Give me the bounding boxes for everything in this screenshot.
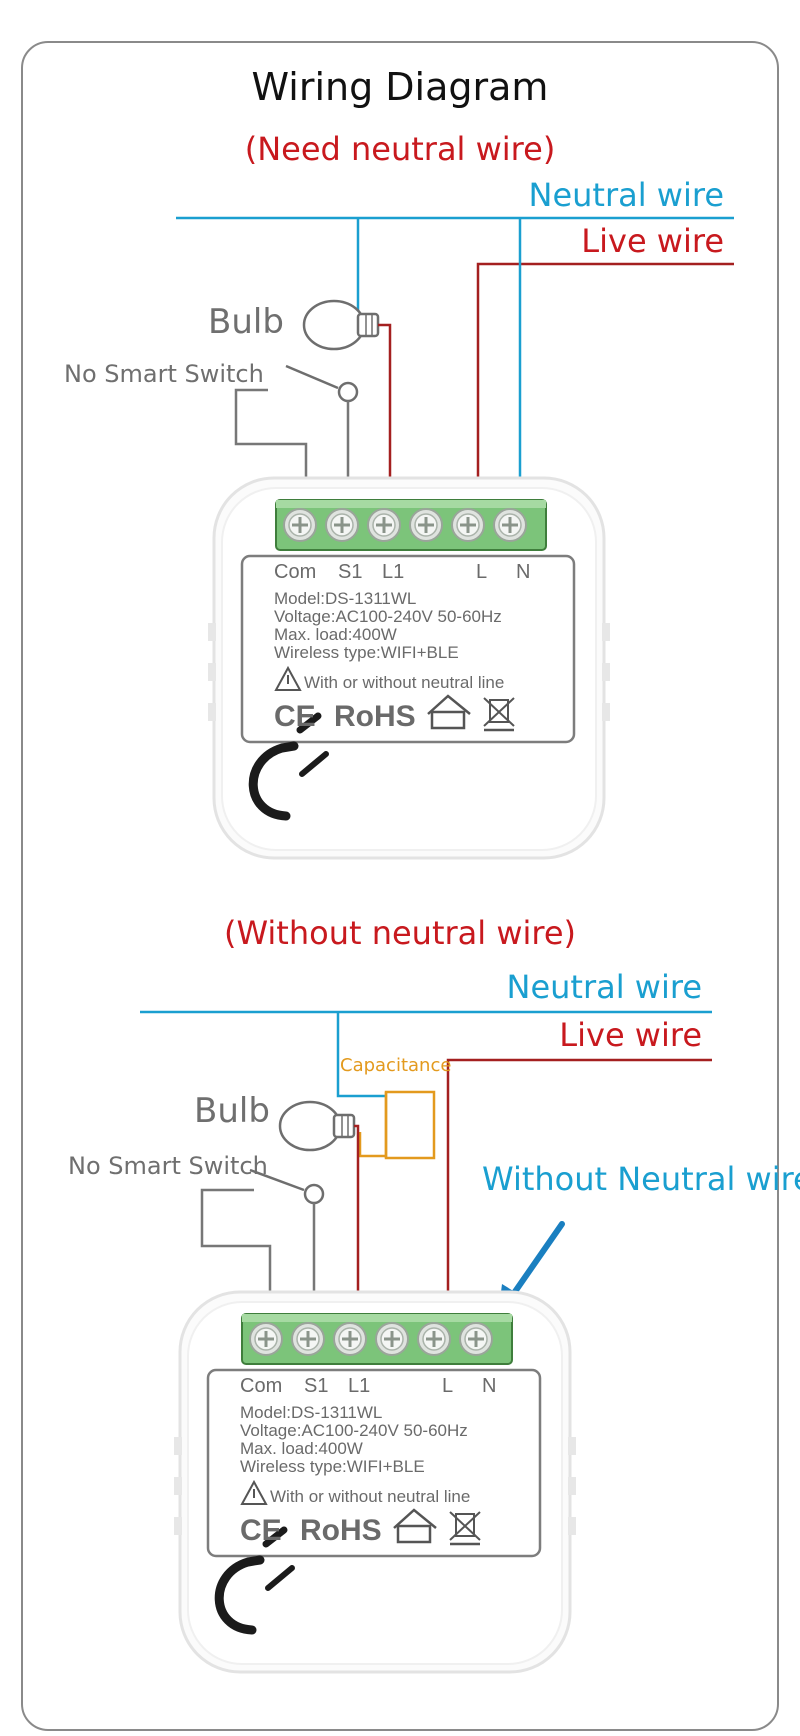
neutral-note-text-2: With or without neutral line <box>270 1487 470 1506</box>
switch-to-com-wire <box>234 388 308 505</box>
bulb-icon <box>302 299 380 351</box>
neutral-note-text: With or without neutral line <box>304 673 504 692</box>
voltage-text: Voltage:AC100-240V 50-60Hz <box>274 607 502 626</box>
bulb-to-l1-wire-2 <box>354 1124 360 1318</box>
model-text: Model:DS-1311WL <box>274 589 416 608</box>
neutral-to-capacitor <box>336 1012 386 1098</box>
switch-to-com-wire-2 <box>200 1188 272 1318</box>
terminal-s1: S1 <box>338 561 362 583</box>
terminal-l: L <box>476 561 487 583</box>
switch-label-2: No Smart Switch <box>68 1152 268 1180</box>
house-icon-2 <box>393 1508 437 1544</box>
heading-need-neutral: (Need neutral wire) <box>245 130 556 168</box>
terminal-s1-2: S1 <box>304 1375 328 1397</box>
wireless-text-2: Wireless type:WIFI+BLE <box>240 1457 425 1476</box>
smart-switch-module-2 <box>174 1292 576 1672</box>
wireless-text: Wireless type:WIFI+BLE <box>274 643 459 662</box>
capacitor-to-bulb-wire <box>358 1132 386 1158</box>
terminal-l-2: L <box>442 1375 453 1397</box>
capacitor-icon <box>384 1090 436 1160</box>
max-load-text-2: Max. load:400W <box>240 1439 363 1458</box>
smart-switch-module <box>208 478 610 858</box>
diagram-title: Wiring Diagram <box>252 65 549 109</box>
terminal-l1: L1 <box>382 561 404 583</box>
model-text-2: Model:DS-1311WL <box>240 1403 382 1422</box>
warning-icon <box>274 665 302 691</box>
live-wire-label: Live wire <box>581 222 724 260</box>
terminal-l1-2: L1 <box>348 1375 370 1397</box>
live-wire-2 <box>446 1058 712 1318</box>
heading-without-neutral: (Without neutral wire) <box>224 914 576 952</box>
neutral-wire-label: Neutral wire <box>529 176 724 214</box>
house-icon <box>427 694 471 730</box>
max-load-text: Max. load:400W <box>274 625 397 644</box>
live-wire <box>476 262 734 505</box>
rohs-mark: RoHS <box>334 700 416 733</box>
callout-without-neutral: Without Neutral wire <box>482 1160 800 1198</box>
diagram-without-neutral: (Without neutral wire) Neutral wire Live… <box>68 914 800 1672</box>
weee-bin-icon <box>483 697 515 732</box>
rohs-mark-2: RoHS <box>300 1514 382 1547</box>
bulb-to-l1-wire <box>378 323 392 505</box>
capacitance-label: Capacitance <box>340 1055 451 1076</box>
bulb-label: Bulb <box>208 302 284 342</box>
warning-icon-2 <box>240 1479 268 1505</box>
module-label-panel: Com S1 L1 L N Model:DS-1311WL Voltage:AC… <box>274 561 530 733</box>
terminal-n: N <box>516 561 530 583</box>
module-label-panel-2: Com S1 L1 L N Model:DS-1311WL Voltage:AC… <box>240 1375 496 1547</box>
terminal-com: Com <box>274 561 316 583</box>
ce-mark-2: CE <box>240 1514 282 1547</box>
ce-mark: CE <box>274 700 316 733</box>
bulb-label-2: Bulb <box>194 1091 270 1131</box>
terminal-com-2: Com <box>240 1375 282 1397</box>
bulb-icon-2 <box>278 1100 356 1152</box>
live-wire-label-2: Live wire <box>559 1016 702 1054</box>
terminal-n-2: N <box>482 1375 496 1397</box>
switch-label: No Smart Switch <box>64 360 264 388</box>
diagram-need-neutral: (Need neutral wire) Neutral wire Live wi… <box>64 130 734 858</box>
weee-bin-icon-2 <box>449 1511 481 1546</box>
neutral-wire-label-2: Neutral wire <box>507 968 702 1006</box>
voltage-text-2: Voltage:AC100-240V 50-60Hz <box>240 1421 468 1440</box>
